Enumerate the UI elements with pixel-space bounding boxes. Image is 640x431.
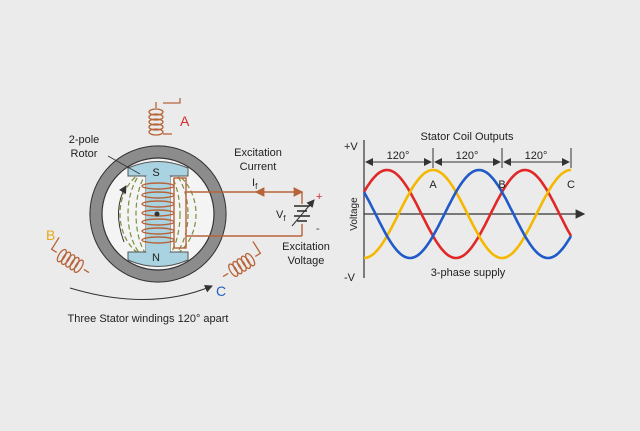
rotor-label-line1: 2-pole <box>69 134 100 146</box>
phase-label-a: A <box>429 179 437 191</box>
spacing-label-3: 120° <box>525 150 548 162</box>
y-top-label: +V <box>344 141 358 153</box>
waveform-chart: Stator Coil Outputs +V -V Voltage 120° 1… <box>344 131 586 284</box>
series-line-c <box>362 168 573 260</box>
chart-title: Stator Coil Outputs <box>421 131 514 143</box>
battery-symbol <box>291 199 315 227</box>
series-line-b <box>363 168 572 260</box>
spacing-label-1: 120° <box>387 150 410 162</box>
rotation-arrow <box>118 185 127 243</box>
windings-caption-arrow <box>69 285 213 301</box>
pole-north-label: N <box>152 252 160 264</box>
excitation-wiring <box>173 177 304 249</box>
pole-south-label: S <box>152 167 159 179</box>
windings-caption: Three Stator windings 120° apart <box>68 313 229 325</box>
rotor-field-coil <box>141 182 175 244</box>
excitation-current-line1: Excitation <box>234 147 282 159</box>
spacing-label-2: 120° <box>456 150 479 162</box>
y-axis-label: Voltage <box>349 197 360 231</box>
phase-b-label: B <box>46 227 55 243</box>
current-symbol: If <box>252 177 258 191</box>
battery-minus: - <box>316 223 320 235</box>
rotor-shaft <box>154 211 160 217</box>
series-layer <box>362 168 573 260</box>
phase-label-b: B <box>498 179 505 191</box>
y-bottom-label: -V <box>344 272 356 284</box>
voltage-symbol: Vf <box>276 209 286 223</box>
excitation-voltage-line1: Excitation <box>282 241 330 253</box>
battery-plus: + <box>316 191 322 203</box>
excitation-voltage-line2: Voltage <box>288 255 325 267</box>
phase-a-label: A <box>180 113 190 129</box>
excitation-current-line2: Current <box>240 161 277 173</box>
chart-caption: 3-phase supply <box>431 267 506 279</box>
stator-winding-c <box>222 241 262 278</box>
spacing-markers <box>363 148 572 168</box>
phase-c-label: C <box>216 283 226 299</box>
rotor-label-line2: Rotor <box>71 148 98 160</box>
series-line-a <box>362 168 573 260</box>
stator-winding-a <box>148 98 181 136</box>
phase-label-c: C <box>567 179 575 191</box>
stator-winding-b <box>50 237 90 274</box>
rotor-leader-line <box>107 155 141 175</box>
